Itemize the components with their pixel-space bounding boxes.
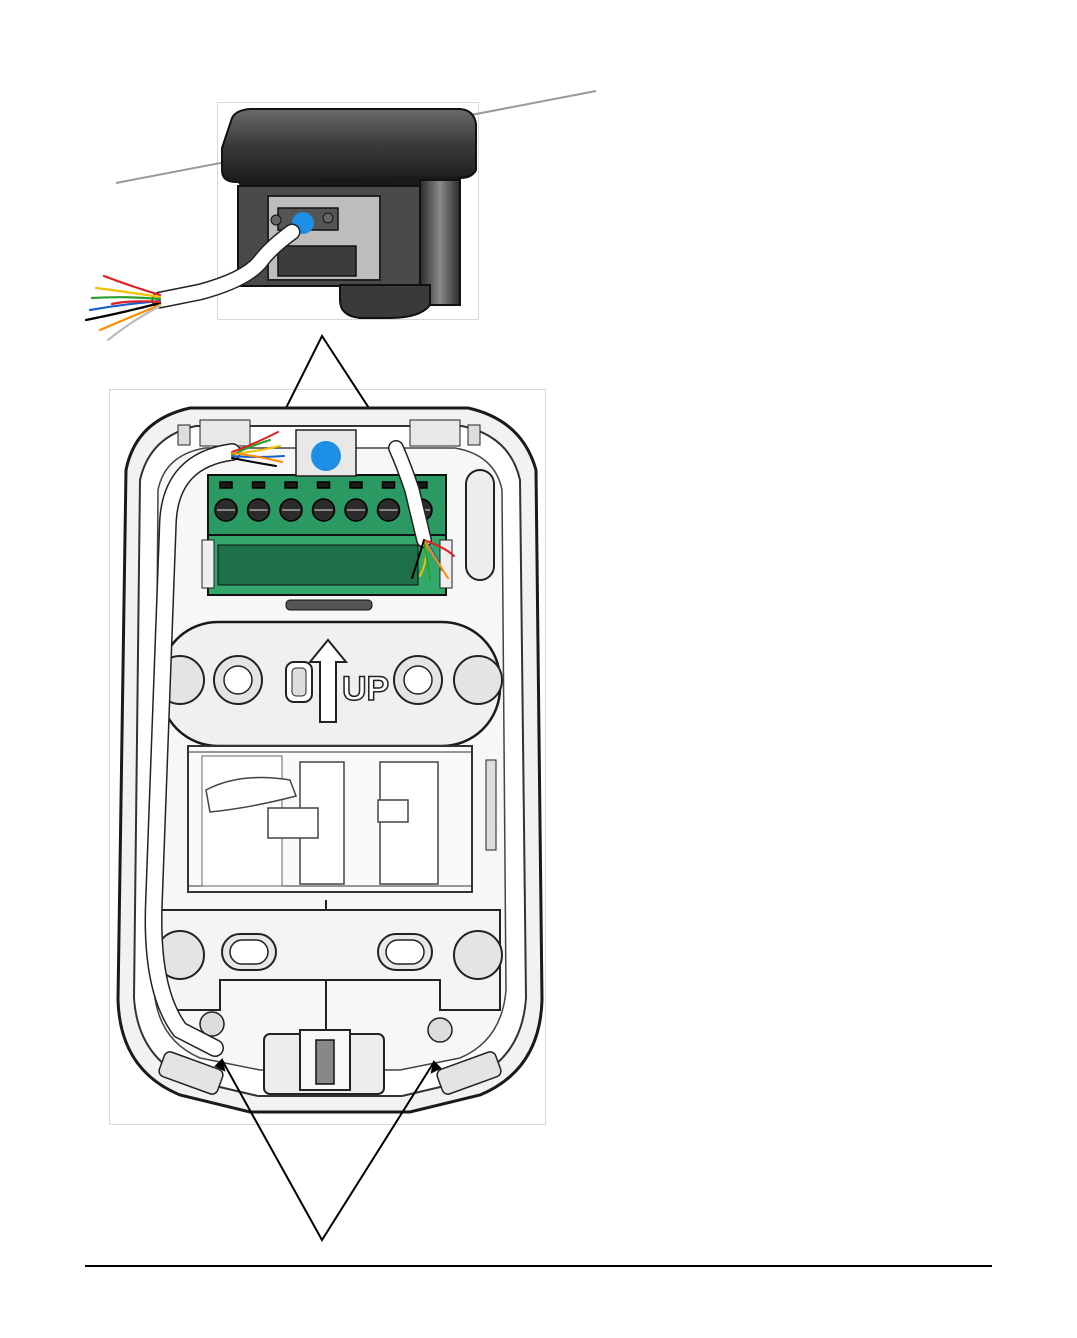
terminal-slot (285, 482, 297, 488)
terminal-slot (253, 482, 265, 488)
blue-dot-marker (311, 441, 341, 471)
detector-housing (222, 109, 476, 318)
up-label: UP (342, 670, 389, 708)
page-rule (85, 1265, 992, 1267)
terminal-slot (318, 482, 330, 488)
terminal-slot (220, 482, 232, 488)
terminal-slot (350, 482, 362, 488)
terminal-slot (383, 482, 395, 488)
